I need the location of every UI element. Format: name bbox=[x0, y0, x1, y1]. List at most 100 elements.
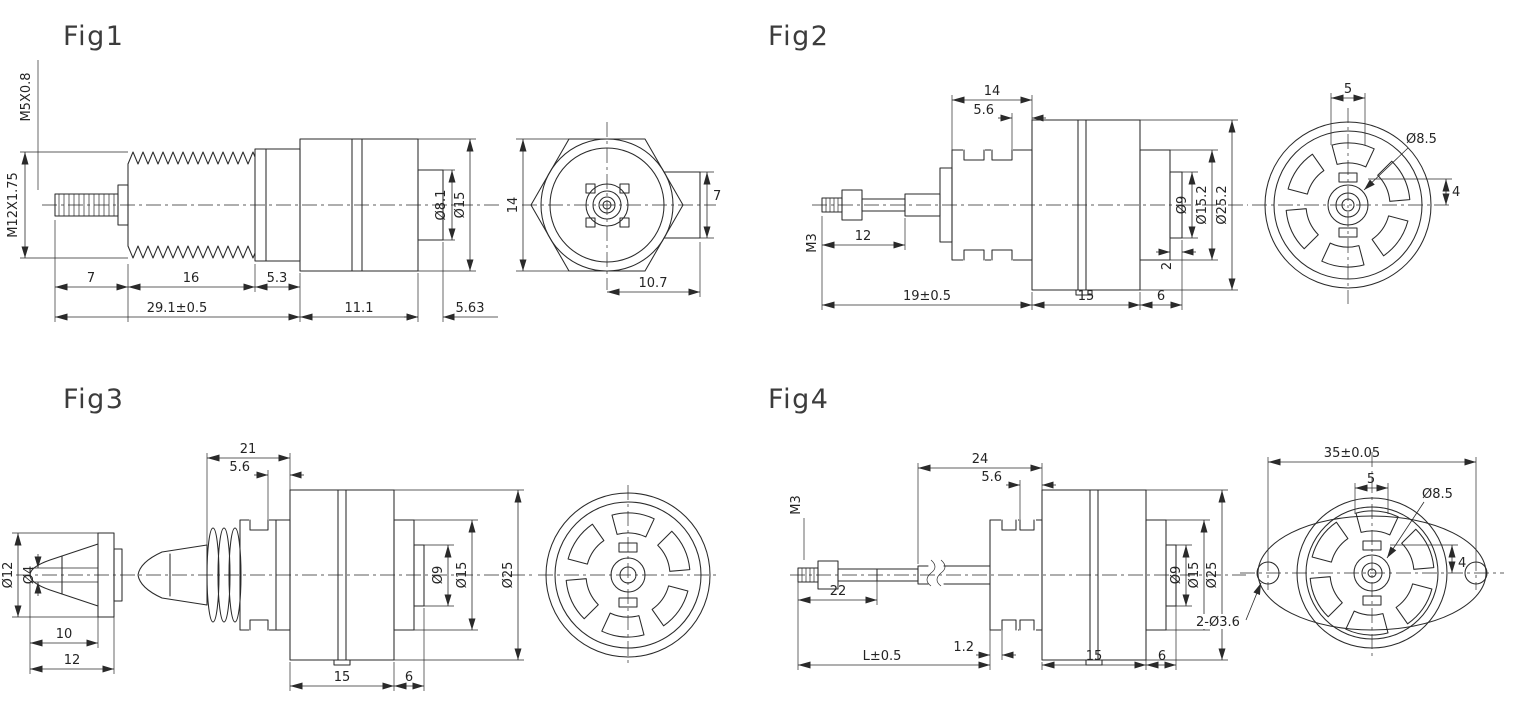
groove bbox=[1019, 619, 1035, 631]
dim-label: Ø12 bbox=[1, 562, 16, 589]
dim-label: 4 bbox=[1452, 185, 1460, 200]
dim-label: 10 bbox=[56, 627, 73, 642]
thread-callout: M12X1.75 bbox=[6, 172, 21, 238]
dim-label: 35±0.05 bbox=[1324, 446, 1380, 461]
fig1: Fig1 7 16 5.3 bbox=[6, 21, 721, 322]
fig3-side-view: 21 5.6 Ø12 Ø4 10 12 Ø9 Ø15 Ø25 15 6 bbox=[1, 442, 534, 691]
groove bbox=[963, 149, 985, 161]
dim-label: 15 bbox=[1086, 649, 1103, 664]
extension-lines bbox=[797, 463, 1228, 670]
bottom-tab bbox=[1075, 289, 1093, 296]
key-slot bbox=[619, 183, 630, 194]
fig1-side-view: 7 16 5.3 29.1±0.5 11.1 5.63 M5X0.8 M12X1… bbox=[6, 60, 500, 322]
dim-label: 2 bbox=[1160, 262, 1175, 270]
fig4-end-view: 35±0.05 5 Ø8.5 4 2-Ø3.6 bbox=[1194, 446, 1504, 656]
dim-label: 5.6 bbox=[229, 460, 250, 475]
thread-profile-bottom bbox=[127, 245, 256, 259]
fig4-title: Fig4 bbox=[768, 384, 829, 415]
dim-label: 15 bbox=[334, 670, 351, 685]
extension-lines bbox=[12, 453, 524, 691]
groove bbox=[1019, 519, 1035, 531]
dim-label: 6 bbox=[405, 670, 413, 685]
dim-label: 15 bbox=[1078, 289, 1095, 304]
extension-lines bbox=[1267, 457, 1477, 556]
fig3-end-view bbox=[538, 485, 718, 665]
dim-label: 6 bbox=[1157, 289, 1165, 304]
centerlines bbox=[538, 485, 718, 665]
thread-callout: M3 bbox=[805, 233, 820, 253]
shaft-extension bbox=[917, 565, 991, 585]
key-slot bbox=[619, 217, 630, 228]
extension-lines bbox=[516, 138, 714, 297]
dim-label: Ø9 bbox=[431, 566, 446, 585]
dim-label: L±0.5 bbox=[863, 649, 902, 664]
dim-label: 7 bbox=[87, 271, 95, 286]
groove bbox=[1001, 519, 1017, 531]
fig4-side-view: 24 5.6 M3 22 L±0.5 1.2 15 6 Ø9 Ø15 Ø25 bbox=[789, 452, 1246, 670]
dim-label: 1.2 bbox=[953, 640, 974, 655]
dim-label: Ø15 bbox=[455, 562, 470, 589]
dim-label: Ø8.5 bbox=[1406, 132, 1437, 147]
centerlines bbox=[1240, 452, 1504, 656]
leader-line bbox=[1245, 582, 1262, 621]
thread-callout: M5X0.8 bbox=[19, 72, 34, 121]
dim-label: 16 bbox=[183, 271, 200, 286]
dim-label: Ø15.2 bbox=[1195, 185, 1210, 224]
dim-label: Ø9 bbox=[1169, 566, 1184, 585]
extension-lines bbox=[1330, 93, 1452, 180]
groove bbox=[963, 249, 985, 261]
key-slot bbox=[585, 217, 596, 228]
dim-label: 5 bbox=[1344, 82, 1352, 97]
thread-profile-top bbox=[127, 151, 256, 165]
break-symbol bbox=[926, 559, 946, 587]
dim-label: Ø25 bbox=[1205, 562, 1220, 589]
dim-label: 14 bbox=[984, 84, 1001, 99]
fig2-end-view: 5 Ø8.5 4 bbox=[1252, 82, 1460, 304]
dim-label: 5.6 bbox=[973, 103, 994, 118]
fig2: Fig2 bbox=[768, 21, 1460, 310]
dim-label: 12 bbox=[64, 653, 81, 668]
dim-label: 21 bbox=[240, 442, 257, 457]
groove bbox=[249, 519, 269, 531]
leader-line bbox=[1386, 501, 1425, 559]
fig2-title: Fig2 bbox=[768, 21, 829, 52]
dim-label: 24 bbox=[972, 452, 989, 467]
groove bbox=[991, 149, 1013, 161]
dim-label: Ø25 bbox=[501, 562, 516, 589]
key-slot bbox=[585, 183, 596, 194]
dim-label: 12 bbox=[855, 229, 872, 244]
dim-label: Ø8.1 bbox=[434, 190, 449, 221]
dim-label: 10.7 bbox=[639, 276, 668, 291]
dim-label: Ø8.5 bbox=[1422, 487, 1453, 502]
groove bbox=[991, 249, 1013, 261]
dim-label: 14 bbox=[506, 197, 521, 214]
fig1-end-view: 14 7 10.7 bbox=[506, 122, 721, 297]
dim-label: 5.6 bbox=[981, 470, 1002, 485]
end-boss bbox=[413, 544, 425, 607]
bottom-tab bbox=[333, 659, 351, 666]
centerlines bbox=[1252, 108, 1452, 304]
dim-label: 6 bbox=[1158, 649, 1166, 664]
fig2-side-view: 14 5.6 M3 12 19±0.5 15 6 Ø9 Ø15.2 Ø25.2 … bbox=[805, 84, 1248, 310]
leader-line bbox=[1363, 147, 1409, 191]
label-mask bbox=[1194, 614, 1252, 629]
dim-label: Ø4 bbox=[22, 566, 37, 585]
inner-bore-lines bbox=[32, 567, 98, 583]
groove bbox=[1001, 619, 1017, 631]
groove bbox=[249, 619, 269, 631]
fig1-title: Fig1 bbox=[63, 21, 124, 52]
dim-label: 5.3 bbox=[267, 271, 288, 286]
dim-label: 19±0.5 bbox=[903, 289, 951, 304]
end-boss bbox=[1165, 544, 1177, 607]
dim-label: Ø25.2 bbox=[1215, 185, 1230, 224]
dim-label: 29.1±0.5 bbox=[147, 301, 208, 316]
centerlines bbox=[522, 122, 716, 290]
dim-label: Ø15 bbox=[453, 192, 468, 219]
dim-label: 2-Ø3.6 bbox=[1196, 615, 1240, 630]
dim-label: 5 bbox=[1367, 472, 1375, 487]
thread-callout: M3 bbox=[789, 495, 804, 515]
dim-label: 7 bbox=[713, 189, 721, 204]
dim-label: Ø15 bbox=[1187, 562, 1202, 589]
